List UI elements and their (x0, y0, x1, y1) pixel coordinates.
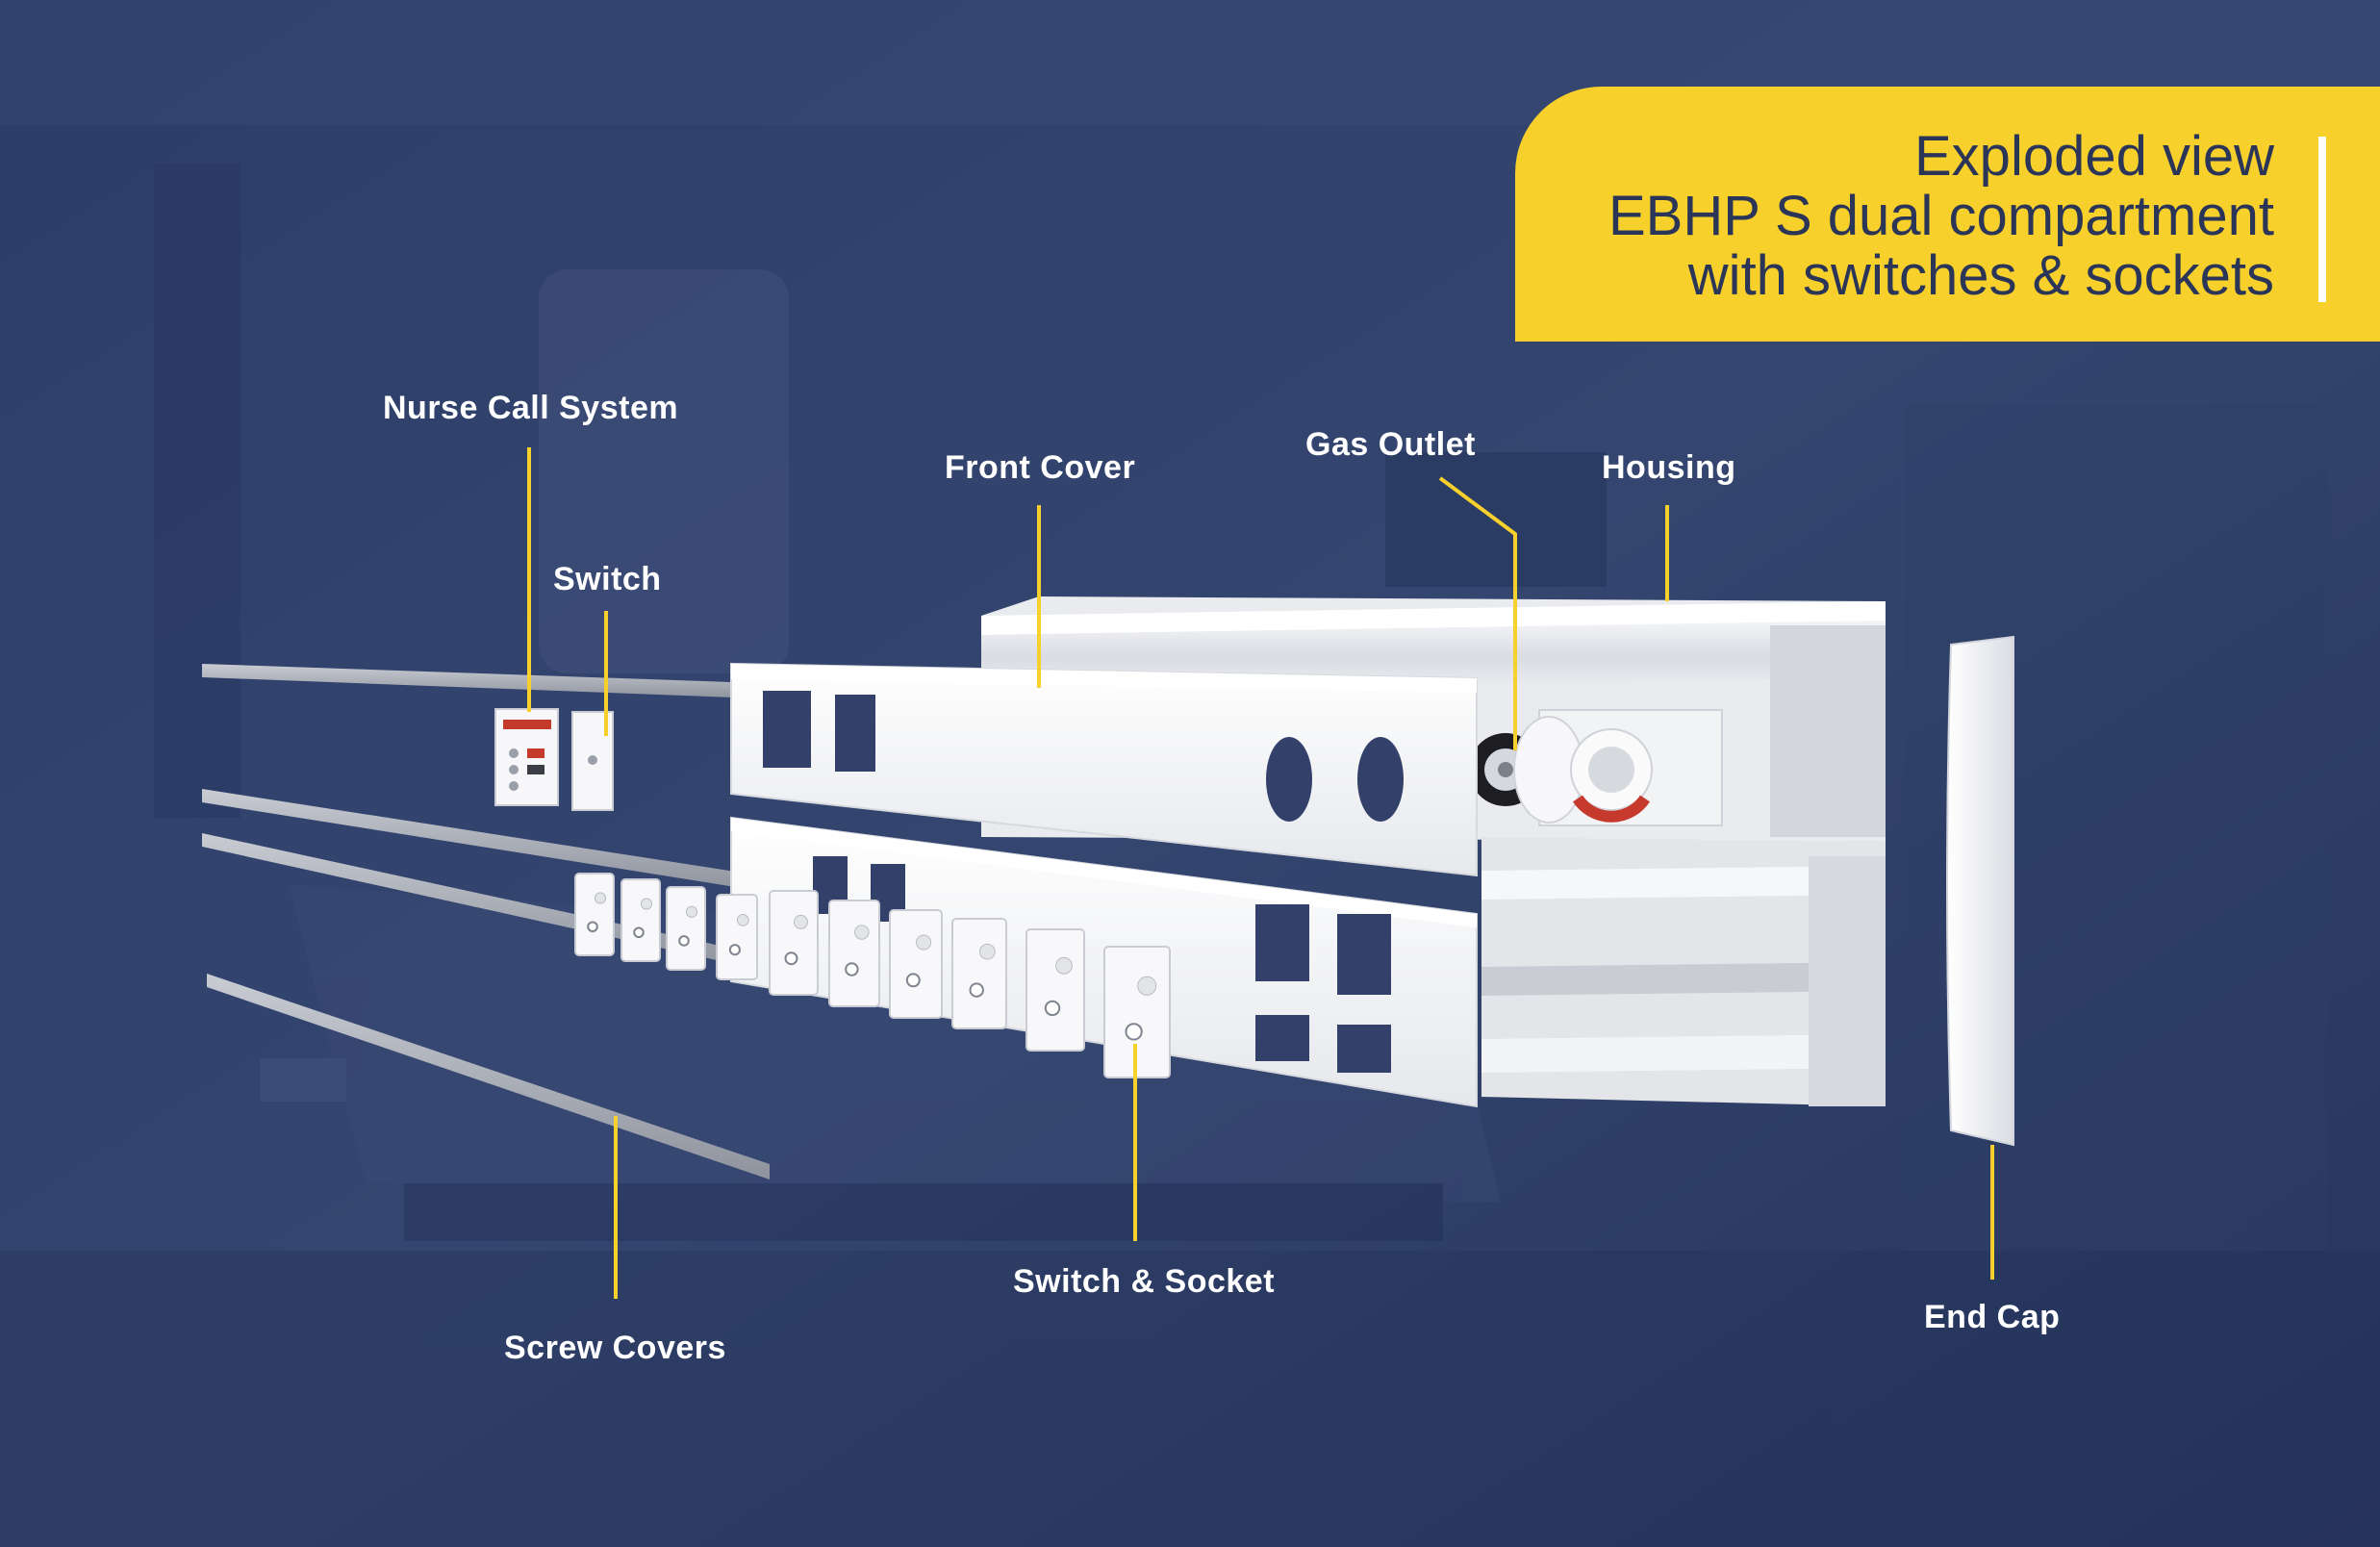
switch-socket-plate (889, 909, 943, 1019)
nurse-call-panel (494, 708, 559, 806)
label-screw-covers: Screw Covers (504, 1330, 726, 1366)
screw-cover-strip-2 (202, 789, 760, 891)
front-cover-upper (730, 662, 1478, 877)
switch-socket-plate (716, 894, 758, 980)
switch-socket-plates (574, 873, 1171, 1078)
label-gas-outlet: Gas Outlet (1305, 426, 1476, 463)
screw-cover-strip-1 (202, 664, 760, 698)
leader-gas-outlet (1438, 476, 1517, 750)
title-box: Exploded view EBHP S dual compartment wi… (1515, 87, 2380, 342)
switch-socket-plate (620, 878, 661, 962)
title-line-1: Exploded view (1914, 125, 2274, 188)
switch-plate (571, 711, 614, 811)
switch-socket-plate (574, 873, 615, 956)
label-end-cap: End Cap (1924, 1299, 2061, 1335)
label-switch-socket: Switch & Socket (1013, 1263, 1276, 1300)
switch-socket-plate (828, 900, 880, 1007)
title-accent-bar (2318, 137, 2326, 302)
gas-outlet (1469, 709, 1723, 826)
title-line-2: EBHP S dual compartment (1608, 185, 2274, 247)
label-switch: Switch (553, 561, 662, 597)
label-housing: Housing (1602, 449, 1736, 486)
switch-socket-plate (769, 890, 819, 996)
switch-socket-plate (1025, 928, 1085, 1052)
switch-socket-plate (951, 918, 1007, 1029)
end-cap (1946, 635, 2014, 1147)
title-line-3: with switches & sockets (1687, 244, 2274, 307)
label-nurse-call-system: Nurse Call System (383, 390, 679, 426)
switch-socket-plate (666, 886, 706, 971)
screw-cover-strip-4 (207, 974, 770, 1179)
leader-lines (527, 447, 1994, 1299)
label-front-cover: Front Cover (945, 449, 1136, 486)
